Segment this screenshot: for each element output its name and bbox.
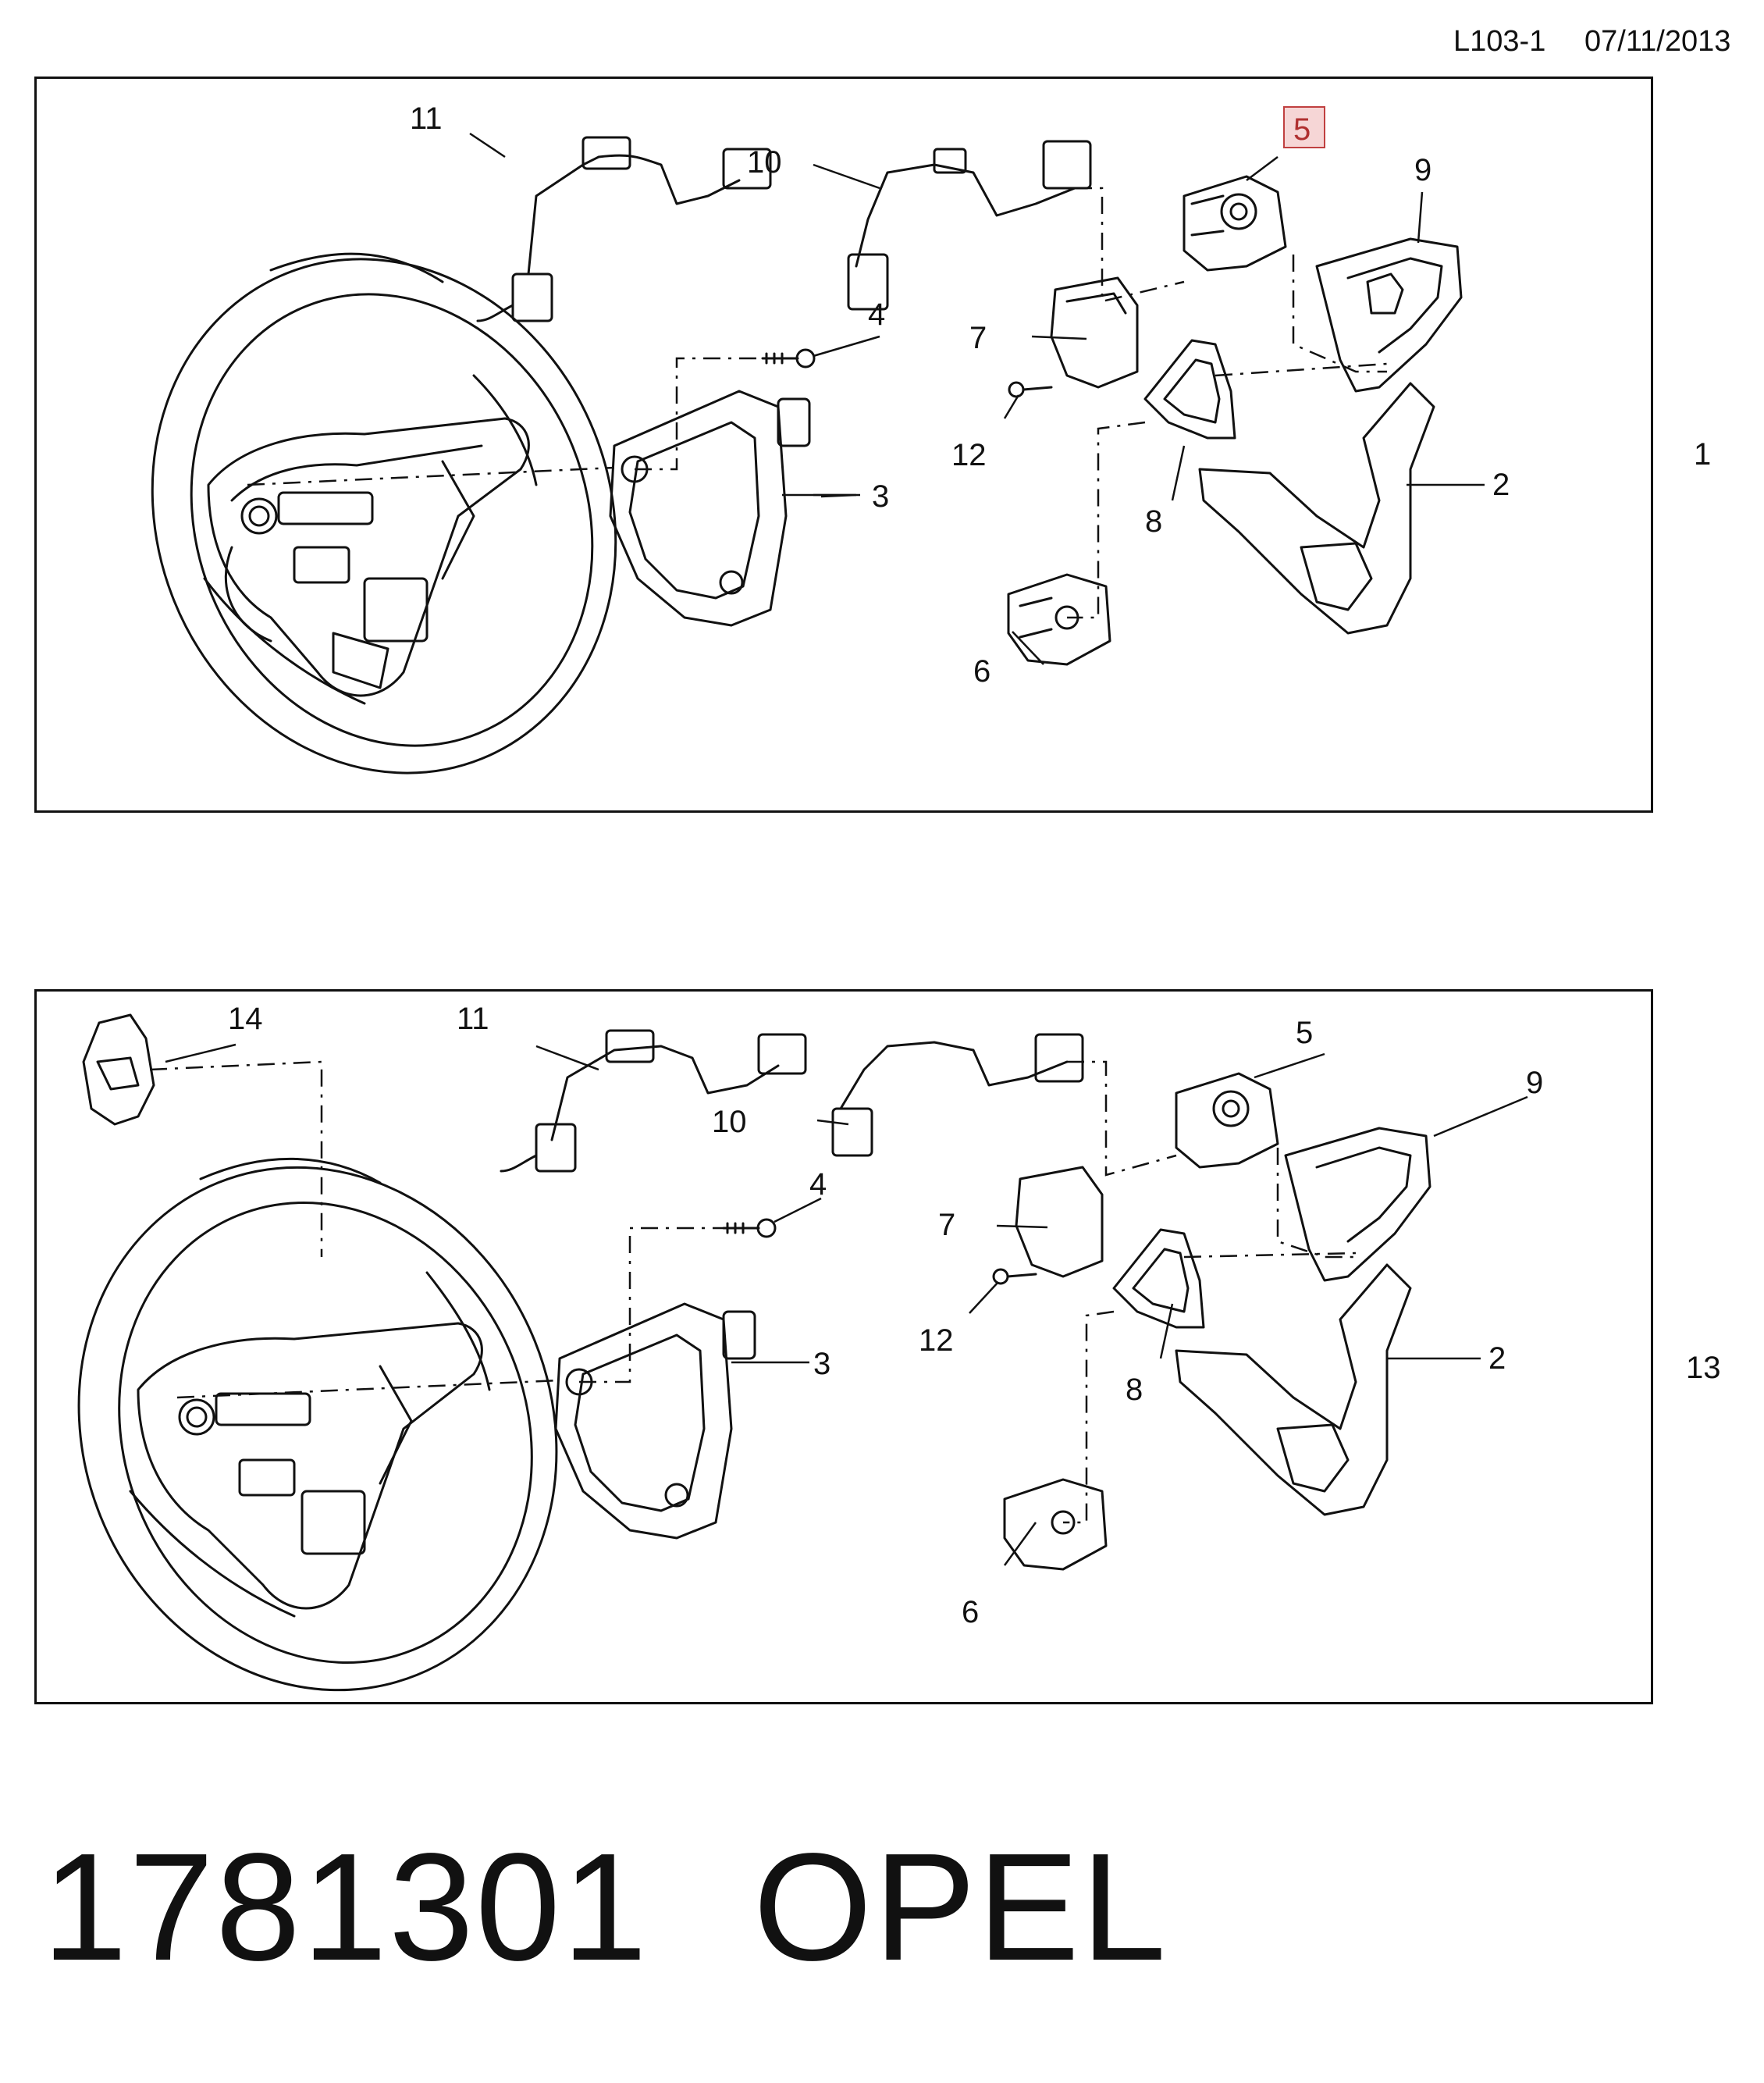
part-3-mounting-plate <box>609 390 811 627</box>
steering-wheel-rim <box>77 1157 558 1692</box>
callout-9: 9 <box>1414 153 1431 187</box>
callout-7: 7 <box>938 1208 955 1242</box>
callout-11: 11 <box>410 101 443 136</box>
callout-3: 3 <box>872 479 889 514</box>
part-5-switch <box>1183 175 1287 272</box>
diagram-date: 07/11/2013 <box>1584 25 1731 58</box>
exploded-view-panel-bottom: 14 11 10 5 9 4 7 12 3 8 2 6 <box>34 989 1653 1704</box>
part-11-wiring-harness <box>476 136 772 322</box>
steering-wheel-hub <box>207 417 530 697</box>
callout-6: 6 <box>962 1595 979 1629</box>
part-9-switch-bezel <box>1315 237 1463 393</box>
part-7-bracket <box>1050 276 1139 389</box>
part-5-switch <box>1175 1072 1279 1169</box>
part-number: 1781301 <box>42 1821 649 1992</box>
assembly-number-top: 1 <box>1694 437 1712 472</box>
callout-10: 10 <box>712 1105 747 1139</box>
part-6-switch <box>1007 573 1111 666</box>
part-14-switch-cover <box>82 1013 155 1126</box>
part-2-lower-cover <box>1198 382 1435 635</box>
exploded-view-panel-top: 11 10 5 9 4 7 12 3 8 2 6 <box>34 77 1653 813</box>
callout-3: 3 <box>813 1347 830 1381</box>
part-10-wiring-harness <box>831 1033 1084 1157</box>
callout-7: 7 <box>969 321 987 355</box>
steering-wheel-exploded-drawing-top: 11 10 5 9 4 7 12 3 8 2 6 <box>151 101 1510 774</box>
part-4-screw <box>761 348 816 369</box>
part-4-screw <box>722 1218 777 1238</box>
part-12-screw <box>1008 381 1053 398</box>
callout-4: 4 <box>868 297 885 332</box>
callout-5-highlighted: 5 <box>1293 112 1311 147</box>
callout-9: 9 <box>1526 1066 1543 1100</box>
callout-6: 6 <box>973 654 990 689</box>
callout-11: 11 <box>457 1002 489 1036</box>
callout-14: 14 <box>228 1002 263 1036</box>
callout-5: 5 <box>1296 1016 1313 1050</box>
diagram-reference: L103-1 <box>1453 25 1546 58</box>
part-8-switch-bezel-left <box>1143 339 1236 440</box>
callout-2: 2 <box>1488 1341 1506 1376</box>
callout-12: 12 <box>951 438 987 472</box>
callout-12: 12 <box>919 1323 954 1358</box>
part-10-wiring-harness <box>847 140 1092 311</box>
callout-8: 8 <box>1126 1373 1143 1407</box>
part-6-switch <box>1003 1478 1108 1571</box>
part-3-mounting-plate <box>554 1302 756 1540</box>
part-2-lower-cover <box>1175 1263 1412 1516</box>
part-9-switch-bezel <box>1284 1127 1431 1282</box>
callout-2: 2 <box>1492 468 1510 502</box>
steering-wheel-rim <box>151 252 617 774</box>
steering-wheel-hub <box>137 1322 483 1610</box>
callout-4: 4 <box>809 1167 827 1202</box>
callout-10: 10 <box>747 145 782 180</box>
part-7-bracket <box>1015 1166 1104 1278</box>
callout-8: 8 <box>1145 504 1162 539</box>
steering-wheel-exploded-drawing-bottom: 14 11 10 5 9 4 7 12 3 8 2 6 <box>77 1002 1543 1692</box>
part-12-screw <box>992 1268 1037 1285</box>
brand-name: OPEL <box>753 1821 1168 1992</box>
part-11-wiring-harness <box>500 1029 807 1173</box>
assembly-number-bottom: 13 <box>1686 1351 1721 1385</box>
part-8-switch-bezel-left <box>1112 1228 1205 1329</box>
